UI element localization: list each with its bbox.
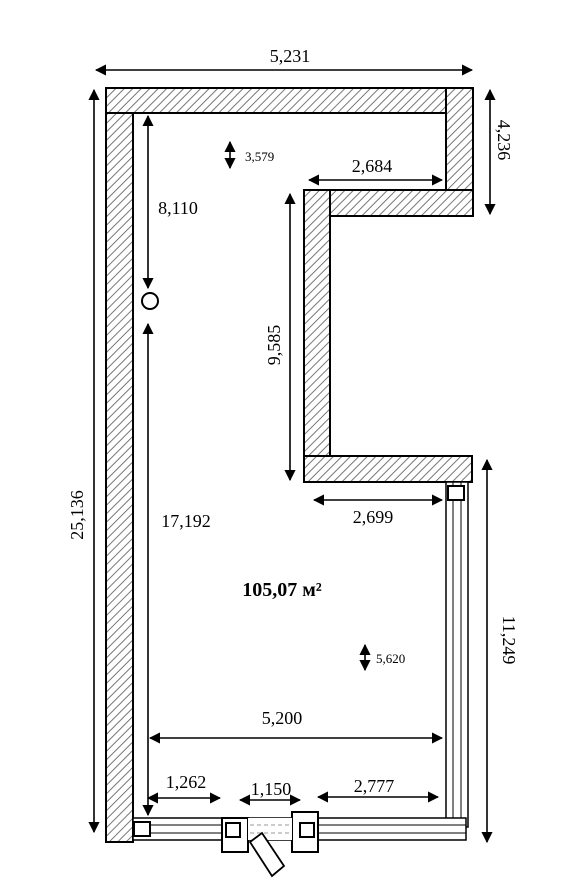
dim-notch-width-top: 2,684	[352, 156, 393, 176]
window-wall-right	[445, 481, 469, 838]
wall-notch-bottom	[303, 455, 473, 483]
dim-right-upper-height: 4,236	[494, 120, 514, 161]
dim-door-width: 1,150	[251, 779, 292, 799]
dim-inner-top-offset: 3,579	[245, 149, 274, 164]
dim-bottom-right-segment: 2,777	[354, 776, 395, 796]
dim-notch-width-bottom: 2,699	[353, 507, 394, 527]
dim-left-lower-height: 17,192	[161, 511, 211, 531]
riser-circle	[141, 292, 159, 310]
wall-notch-top	[303, 189, 474, 217]
dimension-labels: 5,231 4,236 3,579 2,684 8,110 9,585 2,69…	[67, 46, 519, 799]
dim-bottom-left-segment: 1,262	[166, 772, 207, 792]
dim-notch-height: 9,585	[264, 325, 284, 366]
dim-right-lower-height: 11,249	[499, 616, 519, 665]
wall-top	[105, 87, 474, 114]
dim-top-width: 5,231	[270, 46, 311, 66]
dimension-lines	[88, 64, 496, 844]
door-leaf	[248, 831, 286, 878]
wall-left	[105, 87, 134, 843]
dim-inner-mid-offset: 5,620	[376, 651, 405, 666]
walls	[105, 87, 474, 843]
area-label: 105,07 м²	[242, 579, 322, 601]
dim-total-height: 25,136	[67, 490, 87, 540]
dim-inner-width: 5,200	[262, 708, 303, 728]
dim-left-upper-height: 8,110	[158, 198, 198, 218]
wall-notch-vertical	[303, 189, 331, 483]
window-wall-bottom	[132, 811, 467, 878]
